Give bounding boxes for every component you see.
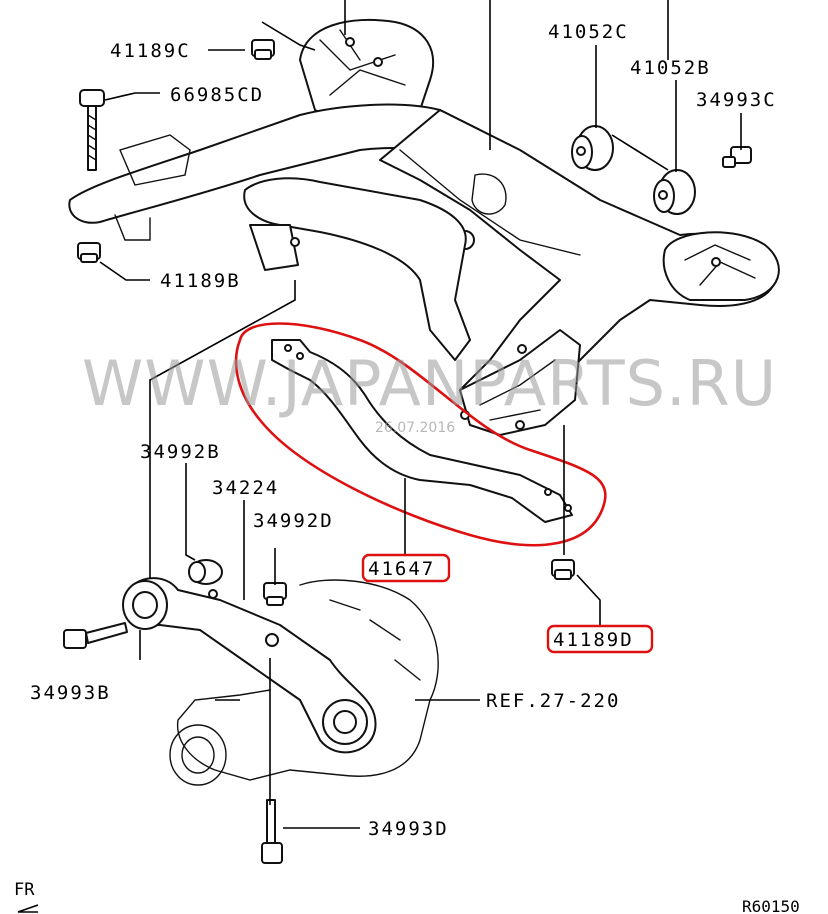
nut-41189C: [251, 39, 275, 60]
diff-support-34224: [122, 577, 377, 754]
highlight-box-41189D: [546, 624, 654, 654]
bolt-34993D: [261, 799, 283, 864]
right-mount-tower: [662, 231, 780, 301]
label-66985CD: 66985CD: [170, 84, 264, 106]
label-34993C: 34993C: [696, 89, 777, 111]
label-41647: 41647: [368, 558, 435, 580]
label-41189D: 41189D: [553, 629, 634, 651]
frame-opening: [471, 173, 507, 215]
label-41189B: 41189B: [160, 270, 241, 292]
direction-arrow-icon: [17, 904, 39, 913]
label-34993B: 34993B: [30, 682, 111, 704]
left-bracket: [119, 134, 191, 186]
differential-reference: [169, 579, 439, 786]
right-mount-hole: [711, 257, 721, 267]
direction-label: FR: [14, 880, 35, 900]
rear-tube: [243, 177, 471, 361]
brace-41647: [271, 339, 573, 523]
label-41189C: 41189C: [110, 40, 191, 62]
diff-bracket-hole-3: [515, 420, 525, 430]
drawing-code: R60150: [742, 897, 800, 914]
bolt-34993C: [722, 146, 752, 168]
crossmember-assembly: [68, 18, 780, 436]
left-foot: [114, 214, 151, 241]
rear-tube-bracket: [249, 224, 299, 271]
watermark-text: WWW.JAPANPARTS.RU: [82, 347, 777, 420]
diff-bracket-lines: [479, 359, 556, 421]
label-ref-27-220: REF.27-220: [486, 690, 620, 712]
label-41052C: 41052C: [548, 21, 629, 43]
bushing-41052B: [653, 169, 696, 215]
red-circle-highlight: [234, 322, 607, 547]
nut-41189D: [551, 559, 575, 580]
bracket-hole: [290, 237, 300, 247]
highlight-box-41647: [361, 553, 451, 583]
clip-66985CD: [79, 89, 105, 171]
nut-34992D: [263, 582, 287, 606]
left-mount-hole-2: [373, 57, 383, 67]
diff-mount-bracket: [459, 329, 581, 436]
label-41052B: 41052B: [630, 57, 711, 79]
diff-bracket-hole: [517, 344, 527, 354]
label-34992D: 34992D: [253, 510, 334, 532]
bushing-34992B: [188, 559, 223, 585]
left-mount-hole: [345, 37, 355, 47]
frame-edge-line: [399, 149, 581, 256]
nut-41189B: [77, 242, 101, 263]
label-34224: 34224: [212, 477, 279, 499]
bushing-41052C: [571, 125, 614, 171]
label-34992B: 34992B: [140, 441, 221, 463]
bolt-34993B: [63, 622, 128, 649]
watermark-date: 26.07.2016: [375, 420, 455, 436]
leader-lines: [99, 0, 742, 829]
label-34993D: 34993D: [368, 818, 449, 840]
